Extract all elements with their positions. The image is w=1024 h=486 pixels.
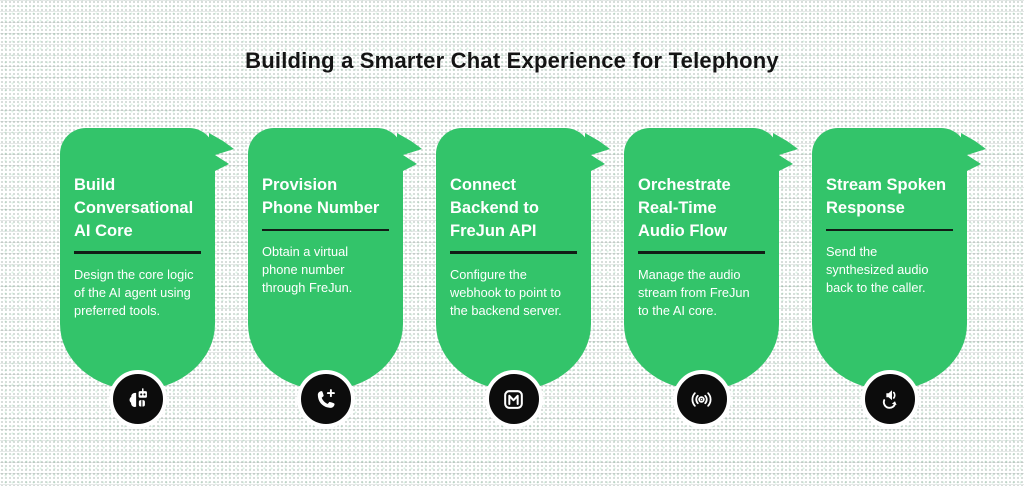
card-divider (450, 251, 577, 254)
card-tail (773, 133, 798, 174)
page-title: Building a Smarter Chat Experience for T… (245, 48, 779, 73)
card-divider (74, 251, 201, 254)
icon-badge (296, 370, 355, 428)
step-card-orchestrate-audio: Orchestrate Real-Time Audio Flow Manage … (624, 128, 798, 428)
audio-loop-icon (882, 389, 897, 409)
card-title: Build Conversational AI Core (74, 176, 194, 240)
step-card-build-ai-core: Build Conversational AI Core Design the … (60, 128, 234, 428)
card-title: Stream Spoken Response (826, 176, 947, 217)
icon-badge (108, 370, 167, 428)
map-m-icon (504, 389, 523, 409)
icon-badge (672, 370, 731, 428)
step-card-connect-backend: Connect Backend to FreJun API Configure … (436, 128, 610, 428)
add-call-icon (317, 388, 335, 408)
card-tail (961, 133, 986, 174)
card-divider (826, 228, 953, 232)
card-description: Design the core logic of the AI agent us… (74, 266, 194, 318)
card-description: Manage the audio stream from FreJun to t… (638, 266, 750, 318)
card-title: Provision Phone Number (262, 176, 380, 217)
card-tail (397, 133, 422, 174)
icon-badge (484, 370, 543, 428)
card-tail (585, 133, 610, 174)
card-title: Orchestrate Real-Time Audio Flow (638, 176, 731, 240)
card-description: Obtain a virtual phone number through Fr… (262, 244, 353, 295)
card-description: Configure the webhook to point to the ba… (450, 266, 562, 318)
card-title: Connect Backend to FreJun API (450, 176, 539, 240)
card-tail (209, 133, 234, 174)
step-card-provision-number: Provision Phone Number Obtain a virtual … (248, 128, 422, 428)
brain-bot-icon (129, 387, 147, 407)
step-card-stream-response: Stream Spoken Response Send the synthesi… (812, 128, 986, 428)
broadcast-icon (691, 391, 712, 407)
card-divider (262, 228, 389, 232)
icon-badge (860, 370, 919, 428)
card-divider (638, 251, 765, 254)
card-description: Send the synthesized audio back to the c… (826, 244, 929, 295)
